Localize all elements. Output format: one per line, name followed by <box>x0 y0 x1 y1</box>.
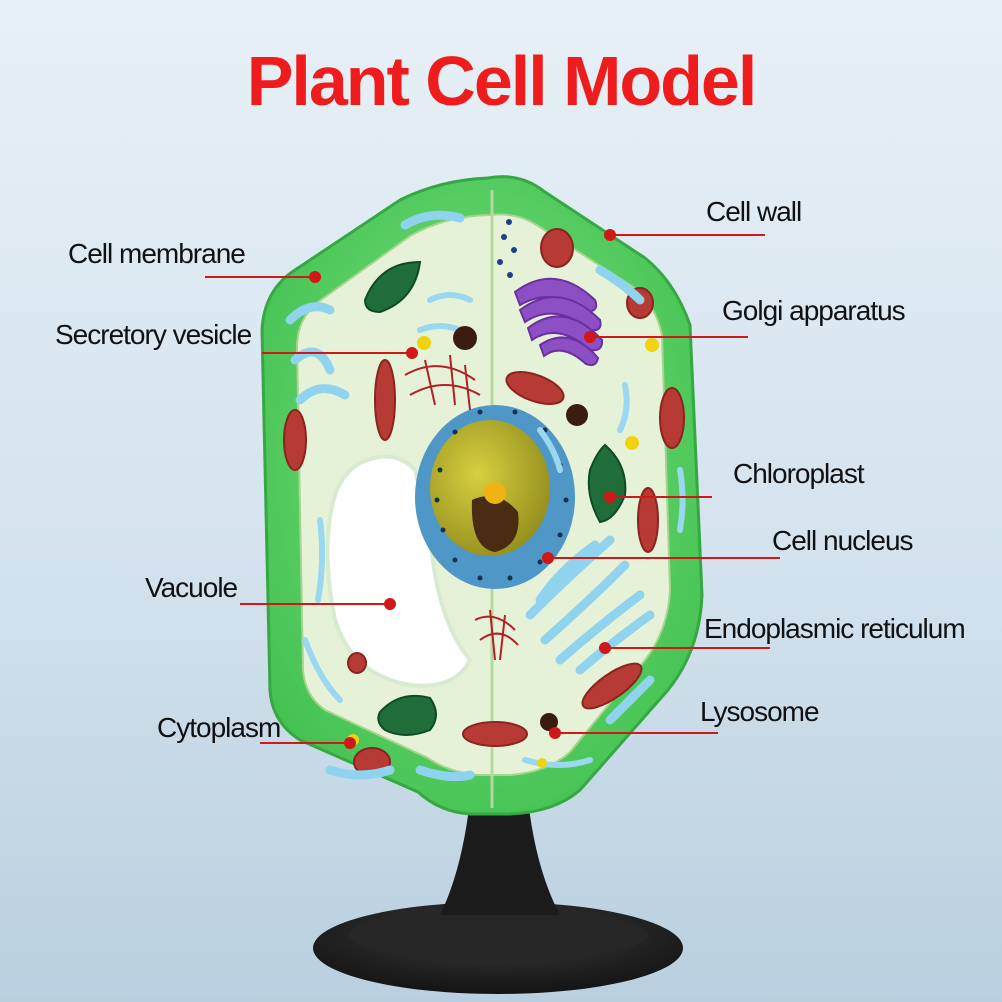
label-vacuole: Vacuole <box>145 572 238 603</box>
vesicles <box>347 219 659 768</box>
nucleus <box>415 405 575 589</box>
mitochondria <box>283 228 685 777</box>
chloroplasts <box>363 260 627 736</box>
leader-lines <box>205 229 780 749</box>
label-secretory-vesicle: Secretory vesicle <box>55 319 252 350</box>
label-lysosome: Lysosome <box>700 696 820 727</box>
label-golgi-apparatus: Golgi apparatus <box>722 295 906 326</box>
cytoskeleton <box>404 354 519 661</box>
label-cell-membrane: Cell membrane <box>68 238 246 269</box>
label-cell-wall: Cell wall <box>706 196 802 227</box>
endoplasmic-reticulum <box>285 210 655 782</box>
label-cell-nucleus: Cell nucleus <box>772 525 914 556</box>
golgi-apparatus <box>513 277 604 367</box>
nucleolus-shape <box>484 482 506 504</box>
stand <box>313 800 683 994</box>
label-chloroplast: Chloroplast <box>733 458 865 489</box>
label-cytoplasm: Cytoplasm <box>157 712 281 743</box>
label-endoplasmic-reticulum: Endoplasmic reticulum <box>704 613 966 644</box>
page-title: Plant Cell Model <box>246 42 758 120</box>
stand-post <box>440 800 560 915</box>
